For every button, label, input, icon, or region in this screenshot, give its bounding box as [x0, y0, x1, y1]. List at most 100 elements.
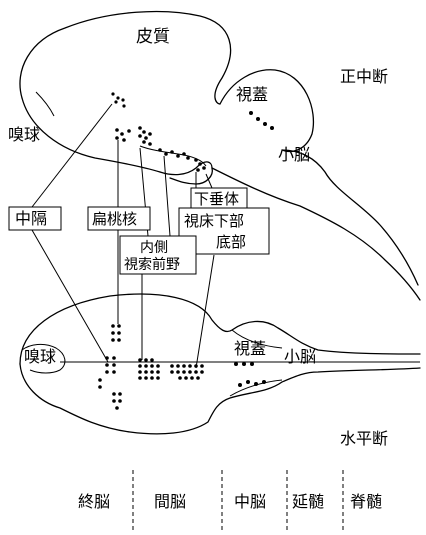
dot [138, 358, 142, 362]
dot [116, 96, 119, 99]
dot [182, 370, 186, 374]
horizontal-dots [98, 324, 266, 410]
label-tectum-top: 視蓋 [236, 85, 268, 104]
dot [156, 376, 160, 380]
dot [98, 378, 102, 382]
label-olfactory-bulb-top: 嗅球 [8, 125, 40, 144]
dot [196, 168, 200, 172]
region-medulla: 延髄 [292, 492, 324, 511]
dot [117, 324, 121, 328]
dot [256, 117, 260, 121]
dot [188, 370, 192, 374]
dot [112, 370, 116, 374]
sagittal-olfactory [36, 92, 54, 116]
region-mesencephalon: 中脳 [234, 492, 266, 511]
dot [148, 142, 152, 146]
horizontal-bottom-outline [20, 364, 420, 434]
dot [117, 331, 121, 335]
dot [263, 122, 267, 126]
label-box-medial-preoptic: 内側 視索前野 [120, 236, 196, 274]
dot [156, 364, 160, 368]
label-amygdala: 扁桃核 [92, 210, 137, 228]
dot [194, 364, 198, 368]
dot [111, 92, 114, 95]
label-cortex: 皮質 [136, 27, 170, 47]
dot [176, 364, 180, 368]
dot [182, 152, 186, 156]
dot [111, 331, 115, 335]
dot [115, 136, 119, 140]
dot [105, 370, 109, 374]
dot [194, 158, 198, 162]
horizontal-section [20, 294, 420, 434]
dot [138, 134, 142, 138]
dot [138, 370, 142, 374]
label-sagittal: 正中断 [340, 67, 388, 86]
dot [158, 148, 162, 152]
dot [164, 152, 168, 156]
dot [270, 126, 274, 130]
dot [114, 100, 117, 103]
dot [254, 382, 258, 386]
label-medial-1: 内側 [140, 240, 168, 256]
label-olfactory-bulb-bottom: 嗅球 [24, 347, 56, 366]
dot [118, 399, 122, 403]
label-horizontal: 水平断 [340, 429, 388, 448]
label-hypothalamus-1: 視床下部 [184, 212, 244, 230]
dot [105, 363, 109, 367]
dot [138, 126, 142, 130]
dot [194, 370, 198, 374]
dot [117, 338, 121, 342]
dot [150, 364, 154, 368]
dot [176, 370, 180, 374]
dot [198, 162, 202, 166]
dot [150, 358, 154, 362]
sagittal-pituitary [160, 162, 212, 184]
dot [182, 364, 186, 368]
dot [112, 363, 116, 367]
label-septum: 中隔 [15, 209, 47, 228]
dot [115, 128, 119, 132]
label-box-pituitary: 下垂体 [191, 188, 247, 208]
dot [112, 356, 116, 360]
dot [121, 98, 124, 101]
dot [190, 376, 194, 380]
dot [250, 362, 254, 366]
region-diencephalon: 間脳 [154, 492, 186, 511]
label-box-septum: 中隔 [9, 207, 61, 230]
dot [138, 364, 142, 368]
sagittal-cortex-outline [20, 12, 231, 104]
dot [144, 376, 148, 380]
dot [122, 104, 125, 107]
dot [170, 150, 174, 154]
dot [111, 338, 115, 342]
dot [170, 364, 174, 368]
label-medial-2: 視索前野 [124, 256, 180, 273]
dot [144, 358, 148, 362]
dot [122, 138, 126, 142]
sagittal-cerebellum-outline [282, 150, 418, 285]
dot [148, 132, 152, 136]
dot [196, 376, 200, 380]
dot [111, 324, 115, 328]
dot [115, 406, 119, 410]
dot [144, 136, 148, 140]
label-hypothalamus-2: 底部 [216, 233, 246, 251]
sagittal-tectum-outline [220, 70, 313, 152]
sagittal-ventricle [140, 146, 206, 166]
dot [170, 370, 174, 374]
horizontal-top-outline [20, 294, 420, 364]
dot [234, 362, 238, 366]
label-cerebellum-top: 小脳 [278, 145, 310, 164]
label-tectum-bottom: 視蓋 [234, 339, 266, 358]
region-spinal-cord: 脊髄 [350, 492, 382, 511]
dot [127, 129, 131, 133]
dot [200, 364, 204, 368]
label-pituitary: 下垂体 [194, 190, 239, 208]
dot [242, 362, 246, 366]
dot [142, 140, 146, 144]
dot [150, 376, 154, 380]
dot [156, 370, 160, 374]
dot [202, 166, 206, 170]
